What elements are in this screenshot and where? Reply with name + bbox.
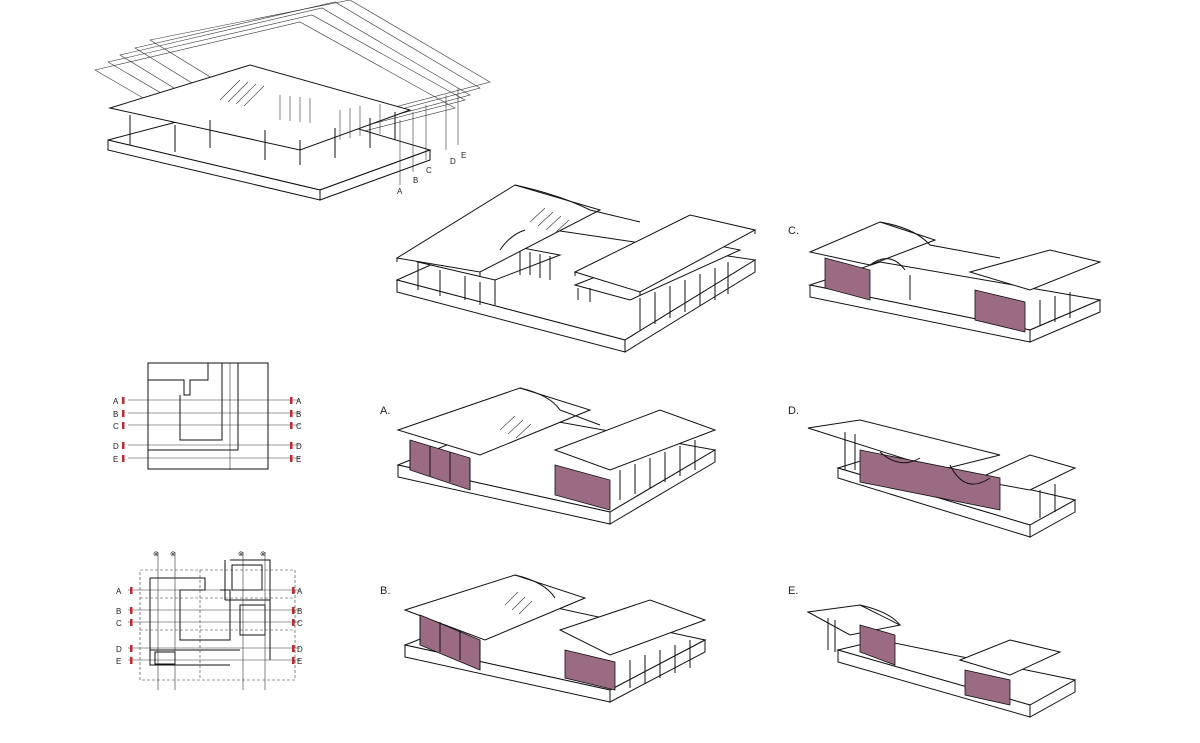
floor-plan-key-d-right: D	[297, 645, 303, 654]
grid-bubble-3: ⊗	[238, 551, 244, 558]
floor-plan-key-d-left: D	[116, 645, 122, 654]
floor-marker-d-left	[130, 645, 133, 652]
floor-plan-key-a-right: A	[297, 587, 303, 596]
floor-marker-c-right	[292, 619, 295, 626]
floor-plan-key-b-left: B	[116, 607, 121, 616]
panel-e-caption: E.	[788, 585, 798, 597]
plan-marker-b-left	[122, 410, 125, 417]
roof-plan-key-b-left: B	[113, 410, 118, 419]
overview-key-d: D	[450, 157, 456, 166]
roof-plan-key-c-right: C	[296, 422, 302, 431]
plan-marker-d-left	[122, 442, 125, 449]
overview-key-c: C	[426, 166, 432, 175]
panel-a-caption: A.	[380, 405, 390, 417]
floor-plan: ⊗ ⊗ ⊗ ⊗ A B C D E A B C D E	[116, 551, 303, 690]
floor-marker-a-left	[130, 587, 133, 594]
grid-bubble-4: ⊗	[260, 551, 266, 558]
panel-c-caption: C.	[788, 225, 799, 237]
plan-marker-c-left	[122, 422, 125, 429]
panel-d-caption: D.	[788, 405, 799, 417]
section-b-isometric: B.	[380, 574, 707, 703]
roof-plan-key-a-left: A	[113, 397, 119, 406]
section-planes-overview: A B C D E	[94, 0, 491, 201]
overview-key-b: B	[413, 176, 418, 185]
section-a-isometric: A.	[380, 387, 717, 525]
section-c-isometric: C.	[788, 221, 1102, 343]
plan-marker-e-right	[290, 455, 293, 462]
grid-bubble-1: ⊗	[153, 551, 159, 558]
plan-marker-c-right	[290, 422, 293, 429]
roof-plan-key-d-right: D	[296, 442, 302, 451]
roof-plan-key-c-left: C	[113, 422, 119, 431]
plan-marker-d-right	[290, 442, 293, 449]
floor-plan-key-a-left: A	[116, 587, 122, 596]
plan-marker-e-left	[122, 455, 125, 462]
floor-plan-key-c-left: C	[116, 619, 122, 628]
roof-plan-key-e-left: E	[113, 455, 118, 464]
floor-marker-d-right	[292, 645, 295, 652]
grid-bubble-2: ⊗	[170, 551, 176, 558]
roof-plan-key-e-right: E	[296, 455, 301, 464]
floor-marker-c-left	[130, 619, 133, 626]
floor-plan-key-b-right: B	[297, 607, 302, 616]
roof-plan-key-a-right: A	[296, 397, 302, 406]
roof-plan: A B C D E A B C D E	[113, 362, 302, 470]
floor-plan-key-c-right: C	[297, 619, 303, 628]
floor-marker-e-right	[292, 657, 295, 664]
overview-key-e: E	[461, 151, 466, 160]
floor-marker-b-right	[292, 607, 295, 614]
floor-plan-key-e-left: E	[116, 657, 121, 666]
floor-marker-e-left	[130, 657, 133, 664]
floor-marker-a-right	[292, 587, 295, 594]
roof-plan-key-b-right: B	[296, 410, 301, 419]
plan-marker-a-left	[122, 397, 125, 404]
overview-key-a: A	[397, 187, 403, 196]
section-d-isometric: D.	[788, 405, 1077, 538]
floor-marker-b-left	[130, 607, 133, 614]
roof-plan-key-d-left: D	[113, 442, 119, 451]
section-e-isometric: E.	[788, 585, 1077, 718]
full-building-isometric	[395, 184, 757, 353]
panel-b-caption: B.	[380, 585, 390, 597]
plan-marker-a-right	[290, 397, 293, 404]
floor-plan-key-e-right: E	[297, 657, 302, 666]
plan-marker-b-right	[290, 410, 293, 417]
